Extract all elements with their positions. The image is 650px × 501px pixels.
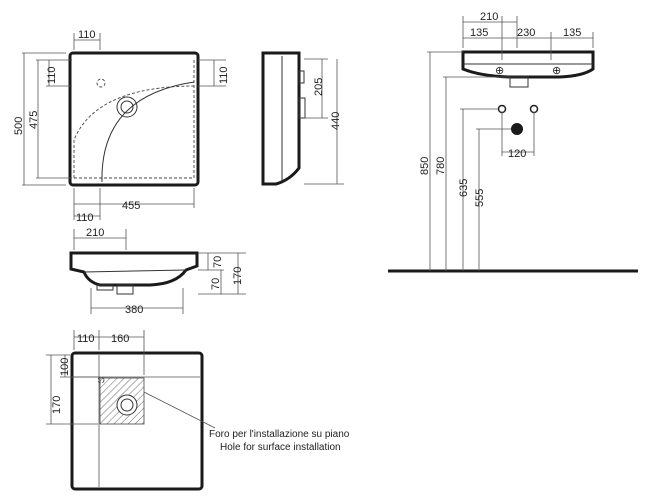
note-leader — [143, 391, 216, 429]
top-view: 110 500 475 110 110 455 110 — [13, 29, 230, 224]
basin-side-profile — [261, 51, 301, 186]
dim-right-110: 110 — [218, 66, 230, 84]
dim-635: 635 — [458, 179, 470, 197]
dim-120: 120 — [508, 148, 526, 160]
dim-455: 455 — [122, 200, 140, 212]
dim-left-110: 110 — [46, 66, 58, 84]
dim-bottom-110: 110 — [76, 212, 94, 224]
dim-380: 380 — [125, 304, 143, 316]
dim-elev-210: 210 — [480, 11, 498, 23]
elevation-view: ⊕ ⊕ 210 135 230 135 850 780 635 555 — [388, 11, 638, 273]
basin-edge-curve — [101, 81, 195, 183]
side-bracket — [298, 70, 305, 84]
tap-right-icon: ⊕ — [552, 65, 561, 77]
dim-elev-135-left: 135 — [470, 27, 488, 39]
water-inlet-right-icon — [529, 104, 539, 114]
front-drain — [116, 284, 134, 295]
plan-view: 110 160 170 100 Foro per l'installazione… — [46, 330, 350, 491]
front-trap — [96, 284, 114, 291]
water-inlet-left-icon — [497, 104, 507, 114]
plan-drain-inner-icon — [120, 398, 134, 412]
basin-inner-curve — [73, 85, 197, 178]
note-english: Hole for surface installation — [220, 442, 341, 453]
dim-plan-170: 170 — [51, 396, 63, 414]
plan-tap-hole-icon — [97, 376, 105, 384]
side-view: 205 440 — [261, 51, 344, 186]
dim-850: 850 — [419, 157, 431, 175]
dim-205: 205 — [313, 78, 325, 96]
dim-70-upper: 70 — [212, 256, 224, 268]
dim-plan-100: 100 — [59, 358, 71, 376]
dim-plan-110: 110 — [77, 333, 95, 345]
dim-front-210: 210 — [86, 227, 104, 239]
basin-front-profile — [69, 251, 199, 287]
basin-top-outline — [68, 51, 200, 187]
drain-icon — [116, 96, 138, 118]
basin-elevation-profile — [461, 50, 595, 79]
wall-drain-icon — [511, 123, 523, 135]
note-italian: Foro per l'installazione su piano — [209, 429, 350, 440]
elevation-drain — [509, 76, 529, 88]
dim-780: 780 — [435, 157, 447, 175]
drain-inner-icon — [120, 100, 134, 114]
dim-top-110: 110 — [78, 29, 96, 41]
dim-440: 440 — [330, 112, 342, 130]
dim-555: 555 — [474, 189, 486, 207]
tap-left-icon: ⊕ — [495, 65, 504, 77]
front-view: 210 380 70 70 170 — [69, 227, 246, 316]
tap-hole-icon — [96, 78, 106, 88]
dim-elev-135-right: 135 — [563, 27, 581, 39]
dim-475: 475 — [28, 111, 40, 129]
dim-elev-230: 230 — [517, 27, 535, 39]
dim-plan-160: 160 — [111, 333, 129, 345]
dim-70-lower: 70 — [210, 278, 222, 290]
dim-170: 170 — [232, 267, 244, 285]
dim-500: 500 — [13, 117, 25, 135]
front-inner-line — [83, 269, 187, 273]
side-bracket-lower — [298, 97, 306, 119]
